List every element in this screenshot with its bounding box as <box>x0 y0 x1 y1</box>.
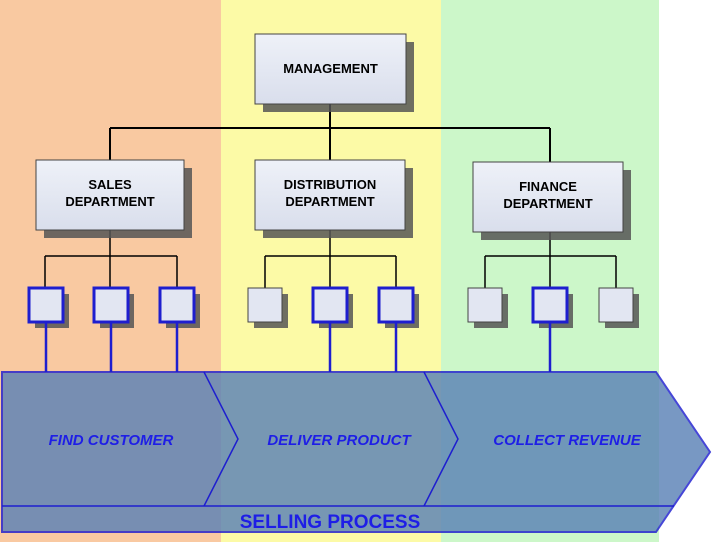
sales-unit-1 <box>27 286 69 328</box>
step-collect-revenue: COLLECT REVENUE <box>493 432 642 449</box>
finance-department-box: FINANCE DEPARTMENT <box>472 161 631 240</box>
finance-unit-1 <box>467 287 508 328</box>
sales-department-box: SALES DEPARTMENT <box>35 159 192 238</box>
step-deliver-product: DELIVER PRODUCT <box>267 432 412 449</box>
finance-unit-2 <box>531 286 573 328</box>
sales-department-label-line1: SALES <box>88 177 132 192</box>
finance-unit-3 <box>598 287 639 328</box>
step-separator-1 <box>203 371 239 507</box>
distribution-department-label-line1: DISTRIBUTION <box>284 177 376 192</box>
selling-process-arrow <box>1 371 712 533</box>
step-separator-2 <box>423 371 459 507</box>
finance-department-label-line1: FINANCE <box>519 179 577 194</box>
sales-unit-3 <box>158 286 200 328</box>
distribution-unit-2 <box>311 286 353 328</box>
distribution-unit-3 <box>377 286 419 328</box>
department-connectors <box>44 230 617 288</box>
selling-process-title: SELLING PROCESS <box>240 512 421 533</box>
distribution-unit-1 <box>247 287 288 328</box>
process-connectors <box>44 322 552 372</box>
step-find-customer: FIND CUSTOMER <box>49 432 174 449</box>
management-box: MANAGEMENT <box>254 33 414 112</box>
distribution-department-label-line2: DEPARTMENT <box>285 194 374 209</box>
sales-department-label-line2: DEPARTMENT <box>65 194 154 209</box>
distribution-department-box: DISTRIBUTION DEPARTMENT <box>254 159 413 238</box>
management-connectors <box>109 104 551 162</box>
sales-unit-2 <box>92 286 134 328</box>
management-label: MANAGEMENT <box>283 61 378 76</box>
finance-department-label-line2: DEPARTMENT <box>503 196 592 211</box>
